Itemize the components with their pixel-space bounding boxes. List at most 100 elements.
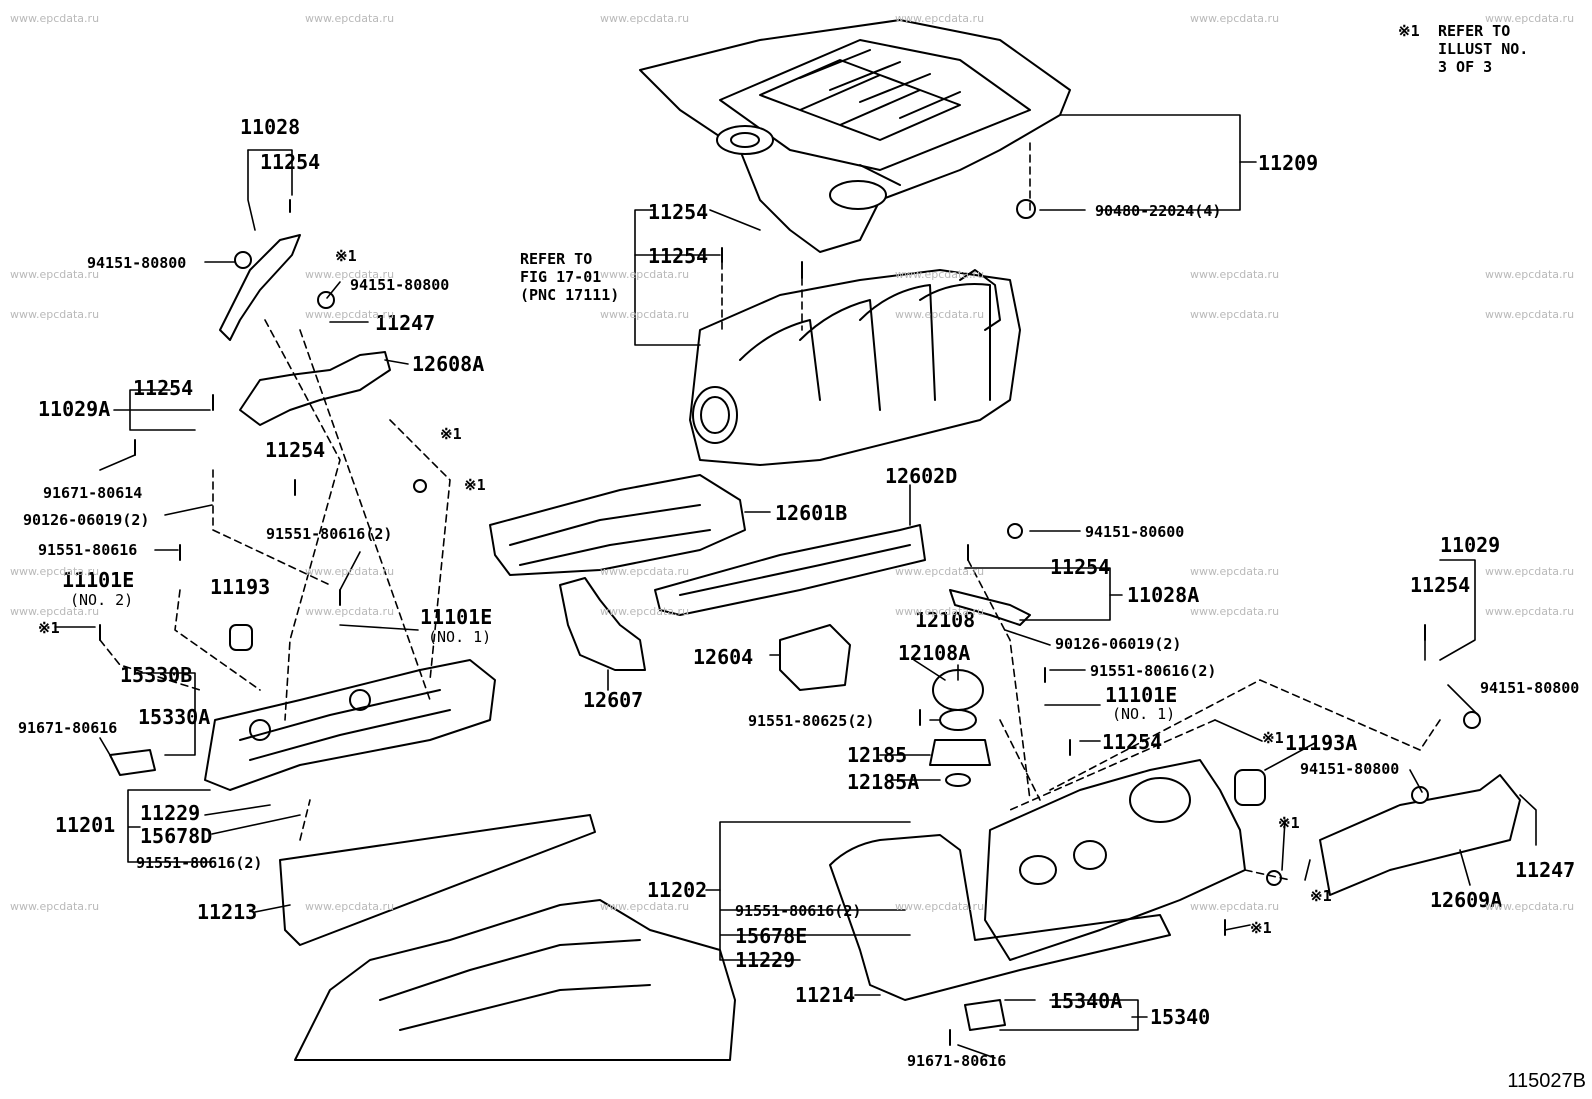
part-label-94151-80800[interactable]: 94151-80800 [87,254,187,272]
position-label: (NO. 2) [70,591,134,609]
part-label-11254[interactable]: 11254 [133,376,194,400]
watermark-text: www.epcdata.ru [10,268,100,281]
dashed-guide-lines [99,139,1441,881]
part-label-11193A[interactable]: 11193A [1285,731,1358,755]
part-label-11028[interactable]: 11028 [240,115,301,139]
part-label-91671-80616[interactable]: 91671-80616 [907,1052,1007,1070]
part-label-11201[interactable]: 11201 [55,813,116,837]
part-label-11254[interactable]: 11254 [1410,573,1471,597]
part-label-91551-80616[interactable]: 91551-80616(2) [735,902,862,920]
refer-line-3: (PNC 17111) [520,286,620,304]
watermark-text: www.epcdata.ru [600,605,690,618]
part-label-94151-80600[interactable]: 94151-80600 [1085,523,1185,541]
part-label-94151-80800[interactable]: 94151-80800 [1300,760,1400,778]
part-label-11193[interactable]: 11193 [210,575,271,599]
part-label-90126-06019[interactable]: 90126-06019(2) [23,511,150,529]
part-label-11202[interactable]: 11202 [647,878,708,902]
part-label-11209[interactable]: 11209 [1258,151,1319,175]
watermark-text: www.epcdata.ru [895,268,985,281]
watermark-text: www.epcdata.ru [895,900,985,913]
part-label-91671-80616[interactable]: 91671-80616 [18,719,118,737]
oil-cap-illustration [229,624,1266,806]
part-label-11214[interactable]: 11214 [795,983,856,1007]
watermark-text: www.epcdata.ru [10,565,100,578]
part-label-91551-80616[interactable]: 91551-80616(2) [1090,662,1217,680]
watermark-text: www.epcdata.ru [305,900,395,913]
ref-marker: ※1 [440,425,462,443]
part-label-11029[interactable]: 11029 [1440,533,1501,557]
diagram-code: 115027B [1507,1070,1586,1092]
part-label-11254[interactable]: 11254 [648,200,709,224]
part-label-12185A[interactable]: 12185A [847,770,920,794]
part-label-90126-06019[interactable]: 90126-06019(2) [1055,635,1182,653]
watermark-text: www.epcdata.ru [305,12,395,25]
part-label-91551-80616[interactable]: 91551-80616 [38,541,138,559]
ref-marker: ※1 [1278,814,1300,832]
part-label-11229[interactable]: 11229 [140,801,201,825]
part-label-12607[interactable]: 12607 [583,688,644,712]
part-label-91551-80616[interactable]: 91551-80616(2) [266,525,393,543]
bracket-11028-illustration [219,234,301,341]
part-label-12185[interactable]: 12185 [847,743,908,767]
watermark-text: www.epcdata.ru [600,900,690,913]
part-label-11213[interactable]: 11213 [197,900,258,924]
watermark-text: www.epcdata.ru [305,565,395,578]
part-label-12602D[interactable]: 12602D [885,464,958,488]
watermark-text: www.epcdata.ru [10,605,100,618]
part-label-12601B[interactable]: 12601B [775,501,848,525]
part-label-15330B[interactable]: 15330B [120,663,193,687]
part-label-12108A[interactable]: 12108A [898,641,971,665]
note-line-2: ILLUST NO. [1438,40,1529,58]
ref-marker: ※1 [464,476,486,494]
part-label-90480-22024[interactable]: 90480-22024(4) [1095,202,1222,220]
watermark-text: www.epcdata.ru [1485,268,1575,281]
note-line-1: REFER TO [1438,22,1511,40]
part-label-15340[interactable]: 15340 [1150,1005,1211,1029]
part-label-91551-80616[interactable]: 91551-80616(2) [136,854,263,872]
part-label-15330A[interactable]: 15330A [138,705,211,729]
watermark-text: www.epcdata.ru [1190,308,1280,321]
part-label-91551-80625[interactable]: 91551-80625(2) [748,712,875,730]
part-label-11254[interactable]: 11254 [648,244,709,268]
part-label-94151-80800[interactable]: 94151-80800 [1480,679,1580,697]
watermark-text: www.epcdata.ru [895,605,985,618]
part-label-12609A[interactable]: 12609A [1430,888,1503,912]
ref-marker: ※1 [1250,919,1272,937]
part-label-12108[interactable]: 12108 [915,608,976,632]
watermark-text: www.epcdata.ru [895,565,985,578]
part-label-11254[interactable]: 11254 [1050,555,1111,579]
bracket-11028A-illustration [949,589,1031,626]
part-label-11229[interactable]: 11229 [735,948,796,972]
part-label-15678E[interactable]: 15678E [735,924,808,948]
part-label-11101E[interactable]: 11101E [1105,683,1178,707]
part-label-11101E[interactable]: 11101E [62,568,135,592]
watermark-text: www.epcdata.ru [1190,268,1280,281]
rail-12602D-illustration [654,524,926,616]
part-label-12604[interactable]: 12604 [693,645,754,669]
part-label-11029A[interactable]: 11029A [38,397,111,421]
part-label-11247[interactable]: 11247 [1515,858,1576,882]
part-label-15678D[interactable]: 15678D [140,824,213,848]
part-label-94151-80800[interactable]: 94151-80800 [350,276,450,294]
watermark-text: www.epcdata.ru [10,12,100,25]
part-label-15340A[interactable]: 15340A [1050,989,1123,1013]
oil-filler-12108-illustration [929,669,991,787]
watermark-text: www.epcdata.ru [305,308,395,321]
watermark-text: www.epcdata.ru [600,12,690,25]
watermark-text: www.epcdata.ru [600,308,690,321]
ref-marker: ※1 [1262,729,1284,747]
part-label-12608A[interactable]: 12608A [412,352,485,376]
part-label-11247[interactable]: 11247 [375,311,436,335]
ref-marker: ※1 [38,619,60,637]
part-label-11254[interactable]: 11254 [265,438,326,462]
part-label-11254[interactable]: 11254 [1102,730,1163,754]
part-label-11028A[interactable]: 11028A [1127,583,1200,607]
watermark-text: www.epcdata.ru [600,565,690,578]
watermark-text: www.epcdata.ru [1485,605,1575,618]
part-label-91671-80614[interactable]: 91671-80614 [43,484,143,502]
part-label-11254[interactable]: 11254 [260,150,321,174]
part-label-11101E[interactable]: 11101E [420,605,493,629]
watermark-text: www.epcdata.ru [1190,605,1280,618]
note-marker: ※1 [1398,22,1420,40]
watermark-text: www.epcdata.ru [895,12,985,25]
